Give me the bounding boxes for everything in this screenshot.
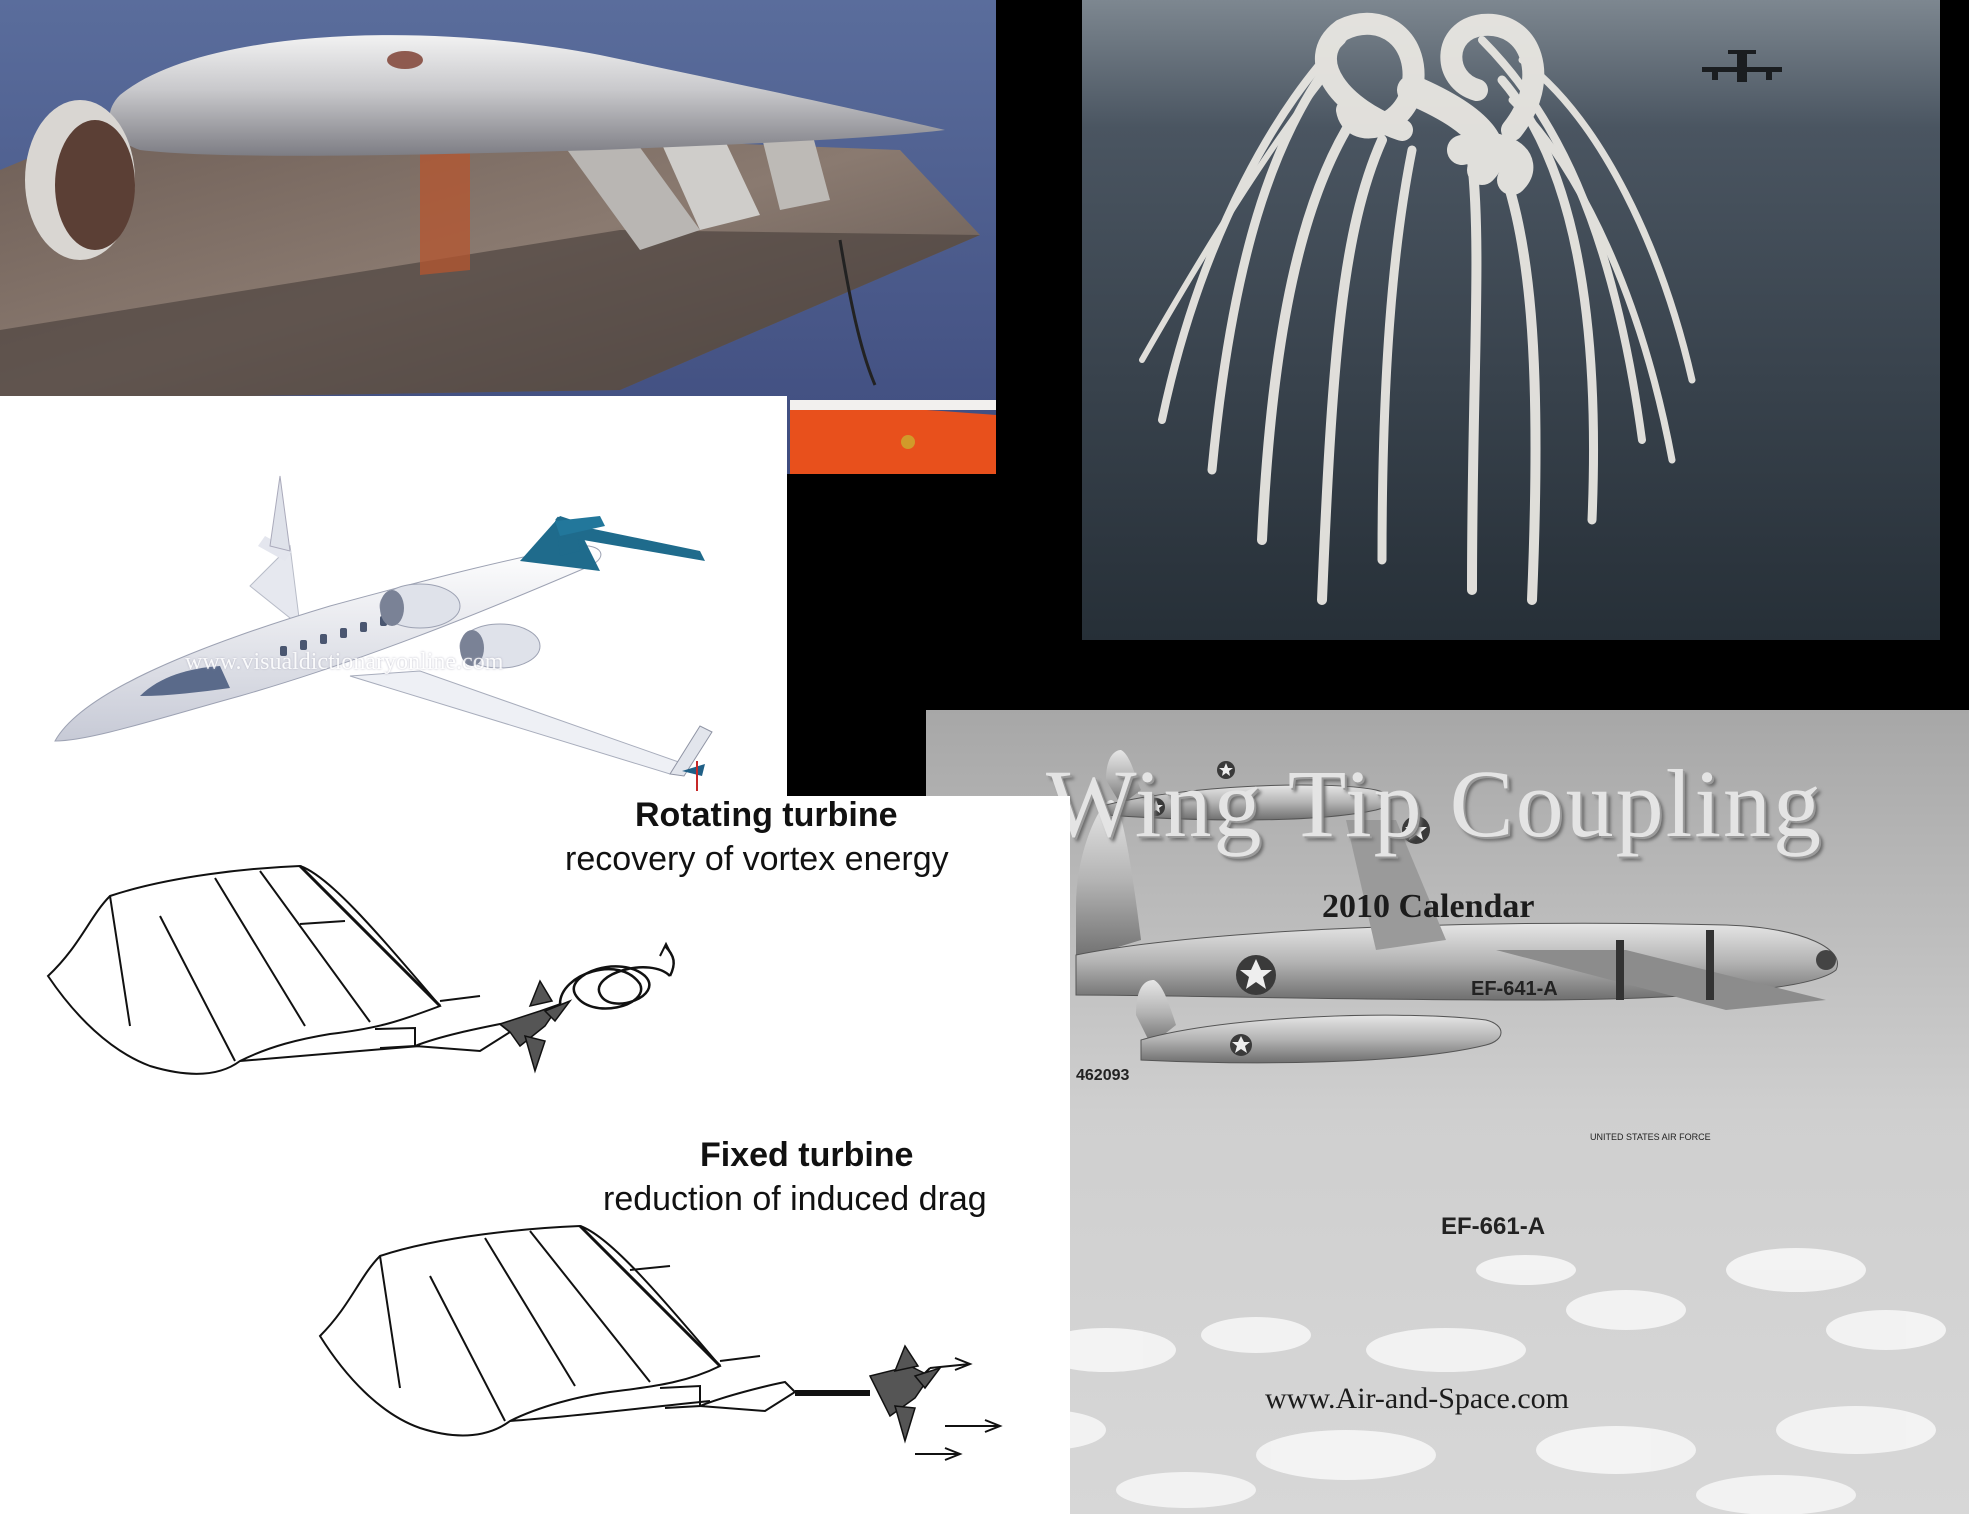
calendar-photo: Wing Tip Coupling 2010 Calendar www.Air-… [926, 710, 1969, 1514]
fixed-turbine-title: Fixed turbine [700, 1136, 914, 1174]
calendar-website: www.Air-and-Space.com [1265, 1382, 1570, 1415]
watermark-text: www.visualdictionaryonline.com [185, 649, 504, 675]
tail-number: 462093 [1076, 1067, 1130, 1084]
business-jet-drawing [54, 475, 713, 791]
wingtip-pod-photo [0, 0, 996, 474]
jet-illustration: www.visualdictionaryonline.com [0, 396, 787, 796]
fighter-bottom-marking: EF-661-A [1441, 1213, 1546, 1240]
turbine-diagram: Rotating turbine recovery of vortex ener… [0, 796, 1070, 1514]
calendar-title: Wing Tip Coupling [1046, 750, 1824, 857]
rotating-turbine-title: Rotating turbine [635, 796, 898, 834]
fighter-top-marking: EF-641-A [1471, 978, 1558, 1000]
vortex-flares-image [1082, 0, 1940, 640]
wing-turbine-drawings [46, 864, 1003, 1461]
calendar-aircraft-image [926, 710, 1969, 1514]
rotating-turbine-subtitle: recovery of vortex energy [565, 840, 949, 878]
vortex-flares-photo [1082, 0, 1940, 640]
fixed-turbine-subtitle: reduction of induced drag [603, 1180, 987, 1218]
calendar-subtitle: 2010 Calendar [1322, 888, 1535, 925]
wingtip-pod-image [0, 0, 996, 474]
fuselage-text: UNITED STATES AIR FORCE [1590, 1132, 1711, 1142]
